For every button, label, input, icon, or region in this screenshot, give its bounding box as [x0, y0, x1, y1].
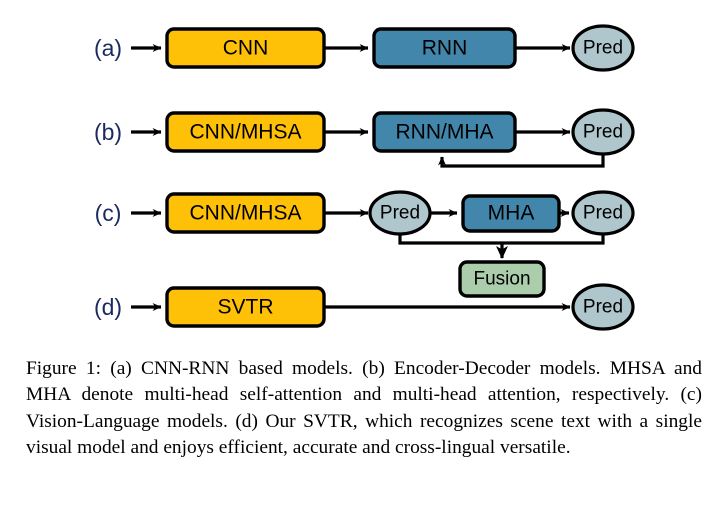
edge-preds-join-bus	[398, 234, 605, 245]
node-cnn-mhsa-c-label: CNN/MHSA	[189, 202, 301, 225]
node-pred-a-label: Pred	[583, 38, 623, 59]
row-tag-c: (c)	[95, 200, 122, 226]
node-mha-label: MHA	[488, 202, 535, 225]
node-pred-d	[571, 283, 635, 331]
node-fusion-label: Fusion	[473, 269, 530, 290]
node-rnn-mha-label: RNN/MHA	[396, 121, 494, 144]
node-pred-c2-label: Pred	[583, 203, 623, 224]
row-tag-b: (b)	[94, 119, 122, 145]
node-pred-d-label: Pred	[583, 297, 623, 318]
figure-caption: Figure 1: (a) CNN-RNN based models. (b) …	[26, 358, 702, 458]
node-pred-b-label: Pred	[583, 122, 623, 143]
node-pred-c1-label: Pred	[380, 203, 420, 224]
edge-feedback-pred-to-rnnmha	[438, 154, 605, 168]
row-tag-d: (d)	[94, 294, 122, 320]
node-cnn-label: CNN	[223, 37, 269, 60]
node-cnn-mhsa-b-label: CNN/MHSA	[189, 121, 301, 144]
node-rnn-label: RNN	[422, 37, 468, 60]
node-svtr-label: SVTR	[217, 296, 273, 319]
node-fusion	[458, 260, 546, 298]
row-tag-a: (a)	[94, 35, 122, 61]
figure-diagram: (a) CNN RNN Pred (b) CNN/MHSA RNN/MHA Pr…	[94, 24, 635, 331]
node-pred-a	[571, 24, 635, 72]
